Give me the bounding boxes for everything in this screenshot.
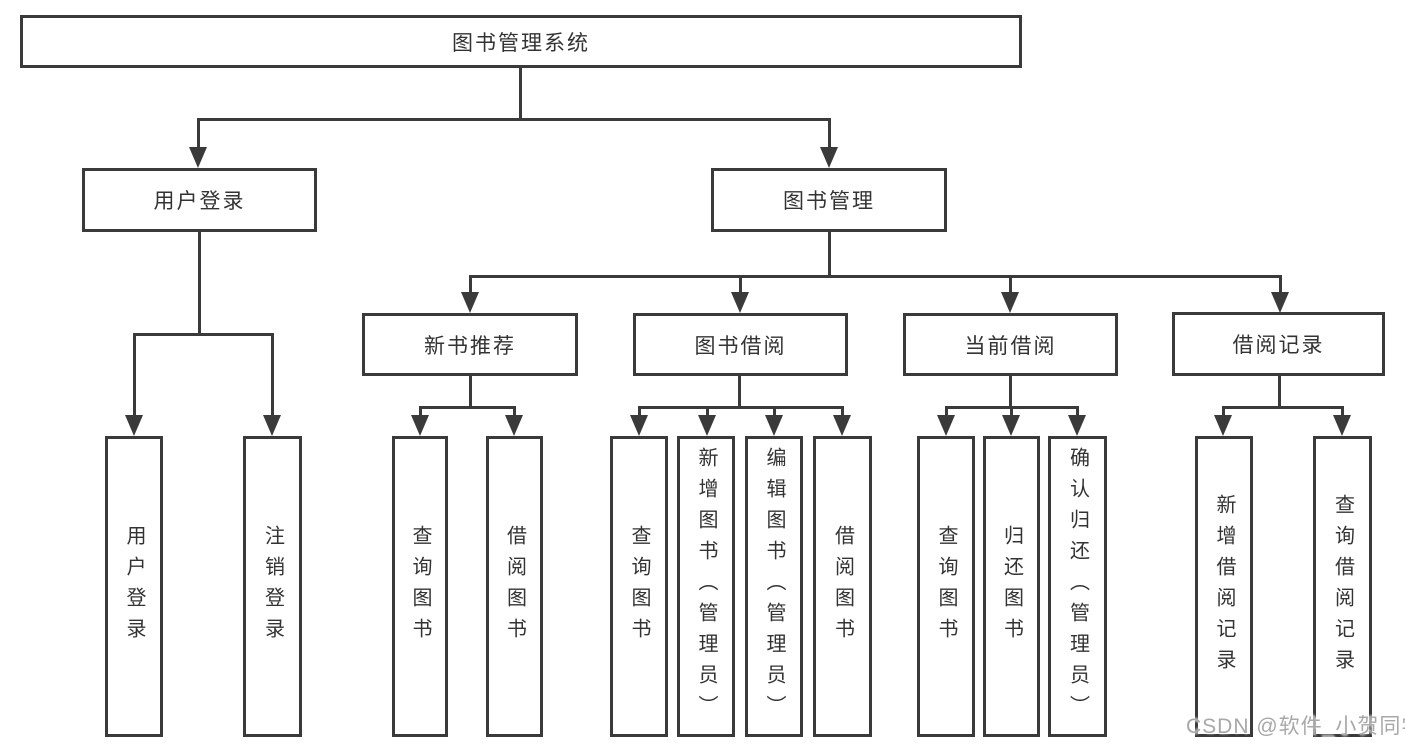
node-user-login-label: 用户登录 — [153, 190, 246, 213]
node-book-management: 图书管理 — [711, 168, 947, 232]
connector — [841, 406, 844, 417]
leaf-user-login-label: 用户登录 — [123, 524, 145, 649]
arrowhead-down-icon — [125, 415, 143, 436]
node-borrow-record: 借阅记录 — [1172, 312, 1385, 376]
arrowhead-down-icon — [731, 292, 749, 313]
connector — [1009, 275, 1012, 295]
connector — [519, 68, 522, 120]
node-root-label: 图书管理系统 — [452, 31, 590, 55]
leaf-logout: 注销登录 — [243, 436, 302, 737]
connector — [638, 406, 641, 417]
connector — [1076, 406, 1079, 417]
connector — [638, 406, 844, 409]
arrowhead-down-icon — [820, 147, 838, 168]
connector — [197, 118, 831, 121]
csdn-watermark: CSDN @软件_小贺同学 — [1186, 715, 1405, 738]
arrowhead-down-icon — [1271, 292, 1289, 313]
connector — [197, 118, 200, 150]
leaf-confirm-return-admin-label: 确认归还（管理员） — [1066, 447, 1089, 726]
connector — [1009, 376, 1012, 408]
connector — [1010, 406, 1013, 417]
leaf-borrow-book-recommend: 借阅图书 — [486, 436, 543, 737]
connector — [419, 406, 516, 409]
connector — [133, 333, 136, 415]
arrowhead-down-icon — [1214, 415, 1232, 436]
node-user-login: 用户登录 — [82, 168, 317, 232]
node-borrow-record-label: 借阅记录 — [1232, 334, 1325, 357]
arrowhead-down-icon — [505, 415, 523, 436]
node-current-borrow: 当前借阅 — [903, 313, 1118, 376]
connector — [773, 406, 776, 417]
connector — [419, 406, 422, 417]
connector — [1279, 275, 1282, 295]
leaf-return-book: 归还图书 — [983, 436, 1040, 737]
arrowhead-down-icon — [937, 415, 955, 436]
arrowhead-down-icon — [1068, 415, 1086, 436]
leaf-add-borrow-record-label: 新增借阅记录 — [1213, 493, 1235, 680]
leaf-query-borrow-record: 查询借阅记录 — [1313, 436, 1372, 737]
connector — [739, 275, 742, 295]
arrowhead-down-icon — [1333, 415, 1351, 436]
leaf-add-book-admin: 新增图书（管理员） — [677, 436, 735, 737]
node-book-borrow-label: 图书借阅 — [694, 334, 787, 358]
leaf-add-book-admin-label: 新增图书（管理员） — [695, 447, 717, 726]
connector — [1222, 406, 1344, 409]
arrowhead-down-icon — [1001, 292, 1019, 313]
arrowhead-down-icon — [263, 415, 281, 436]
leaf-confirm-return-admin: 确认归还（管理员） — [1048, 436, 1107, 737]
leaf-edit-book-admin-label: 编辑图书（管理员） — [763, 447, 785, 726]
leaf-borrow-book-recommend-label: 借阅图书 — [503, 524, 526, 649]
leaf-query-book-current: 查询图书 — [917, 436, 975, 737]
arrowhead-down-icon — [765, 415, 783, 436]
node-book-management-label: 图书管理 — [783, 190, 875, 213]
leaf-query-book-recommend: 查询图书 — [392, 436, 448, 737]
leaf-query-book-borrow: 查询图书 — [610, 436, 668, 737]
arrowhead-down-icon — [411, 415, 429, 436]
leaf-borrow-book: 借阅图书 — [813, 436, 872, 737]
node-new-book-recommend: 新书推荐 — [362, 313, 578, 376]
connector — [706, 406, 709, 417]
leaf-logout-label: 注销登录 — [261, 524, 284, 649]
leaf-query-book-borrow-label: 查询图书 — [628, 524, 650, 649]
connector — [469, 275, 1282, 278]
connector — [198, 232, 201, 335]
connector — [945, 406, 948, 417]
leaf-add-borrow-record: 新增借阅记录 — [1195, 436, 1253, 737]
node-root: 图书管理系统 — [20, 15, 1022, 68]
connector — [738, 376, 741, 408]
leaf-query-borrow-record-label: 查询借阅记录 — [1331, 493, 1354, 680]
connector — [1341, 406, 1344, 417]
arrowhead-down-icon — [833, 415, 851, 436]
connector — [469, 275, 472, 295]
node-book-borrow: 图书借阅 — [633, 313, 848, 376]
connector — [271, 333, 274, 415]
arrowhead-down-icon — [630, 415, 648, 436]
leaf-query-book-recommend-label: 查询图书 — [409, 524, 431, 649]
arrowhead-down-icon — [1002, 415, 1020, 436]
node-new-book-recommend-label: 新书推荐 — [424, 334, 516, 358]
leaf-return-book-label: 归还图书 — [1000, 524, 1023, 649]
connector — [1222, 406, 1225, 417]
arrowhead-down-icon — [461, 292, 479, 313]
leaf-query-book-current-label: 查询图书 — [935, 524, 957, 649]
arrowhead-down-icon — [698, 415, 716, 436]
arrowhead-down-icon — [189, 147, 207, 168]
connector — [828, 232, 831, 277]
connector — [828, 118, 831, 150]
node-current-borrow-label: 当前借阅 — [964, 334, 1057, 358]
connector — [469, 376, 472, 408]
leaf-borrow-book-label: 借阅图书 — [831, 524, 854, 649]
connector — [513, 406, 516, 417]
connector — [1278, 376, 1281, 408]
leaf-user-login: 用户登录 — [105, 436, 163, 737]
leaf-edit-book-admin: 编辑图书（管理员） — [745, 436, 803, 737]
connector — [133, 333, 274, 336]
